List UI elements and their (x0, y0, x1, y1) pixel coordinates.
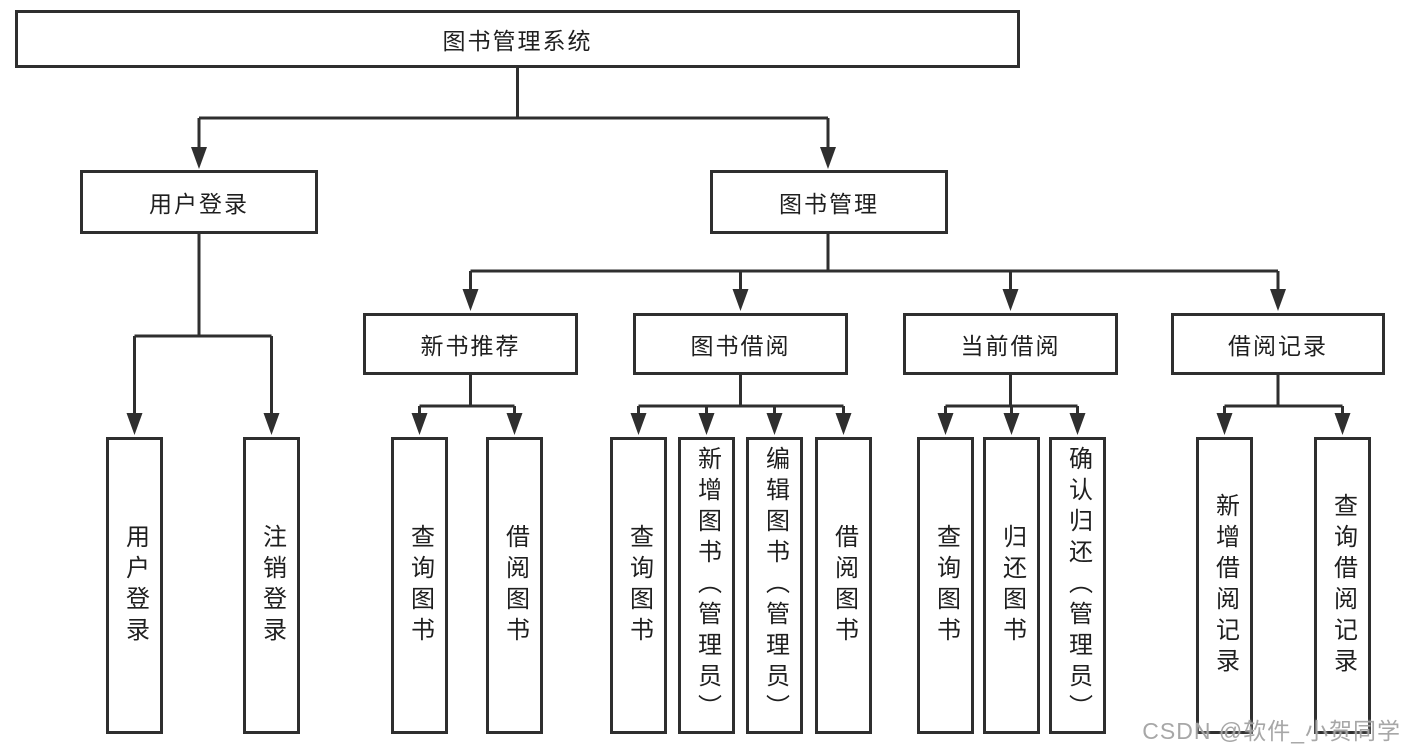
connector-borrow-records-to-leaves (1216, 375, 1351, 435)
node-label: 当前借阅 (960, 333, 1061, 359)
arrowhead (820, 147, 836, 169)
leaf-label: 查询借阅记录 (1329, 492, 1357, 679)
node-label: 图书管理 (779, 191, 879, 217)
node-label: 新书推荐 (420, 333, 521, 359)
arrowhead (191, 147, 207, 169)
arrowhead (732, 289, 749, 311)
arrowhead (411, 413, 428, 435)
leaf-newrec-query-books: 查询图书 (391, 437, 448, 734)
node-user-login: 用户登录 (80, 170, 318, 234)
leaf-current-confirm-return-admin: 确认归还（管理员） (1049, 437, 1106, 734)
leaf-user-login: 用户登录 (106, 437, 163, 734)
arrowhead (937, 413, 954, 435)
node-book-management: 图书管理 (710, 170, 948, 234)
node-label: 图书借阅 (690, 333, 791, 359)
connector-book-management-to-level3 (462, 234, 1286, 311)
leaf-label: 注销登录 (258, 523, 286, 648)
leaf-records-query-borrow-record: 查询借阅记录 (1314, 437, 1371, 734)
connector-new-book-recommend-to-leaves (411, 375, 523, 435)
node-label: 用户登录 (149, 191, 249, 217)
arrowhead (126, 413, 143, 435)
leaf-label: 新增借阅记录 (1211, 492, 1239, 679)
leaf-label: 查询图书 (406, 523, 434, 648)
leaf-newrec-borrow-books: 借阅图书 (486, 437, 543, 734)
node-borrow-records: 借阅记录 (1171, 313, 1385, 375)
arrowhead (698, 413, 715, 435)
arrowhead (462, 289, 479, 311)
node-label: 图书管理系统 (442, 28, 593, 54)
arrowhead (263, 413, 280, 435)
leaf-borrow-add-books-admin: 新增图书（管理员） (678, 437, 735, 734)
leaf-label: 新增图书（管理员） (693, 446, 721, 725)
csdn-watermark: CSDN @软件_小贺同学 (1142, 718, 1401, 744)
connector-user-login-to-leaves (126, 234, 280, 435)
leaf-current-query-books: 查询图书 (917, 437, 974, 734)
node-new-book-recommend: 新书推荐 (363, 313, 578, 375)
arrowhead (630, 413, 647, 435)
connector-book-borrow-to-leaves (630, 375, 852, 435)
connector-root-to-level2 (191, 68, 836, 169)
leaf-label: 查询图书 (932, 523, 960, 648)
leaf-borrow-query-books: 查询图书 (610, 437, 667, 734)
leaf-logout-login: 注销登录 (243, 437, 300, 734)
leaf-label: 用户登录 (121, 523, 149, 648)
arrowhead (1270, 289, 1286, 311)
node-root-library-system: 图书管理系统 (15, 10, 1020, 68)
arrowhead (1069, 413, 1086, 435)
leaf-label: 借阅图书 (501, 523, 529, 648)
node-book-borrow: 图书借阅 (633, 313, 848, 375)
leaf-records-add-borrow-record: 新增借阅记录 (1196, 437, 1253, 734)
arrowhead (1003, 413, 1020, 435)
leaf-label: 编辑图书（管理员） (761, 446, 789, 725)
arrowhead (835, 413, 852, 435)
arrowhead (1334, 413, 1351, 435)
arrowhead (1216, 413, 1233, 435)
leaf-borrow-edit-books-admin: 编辑图书（管理员） (746, 437, 803, 734)
leaf-label: 归还图书 (998, 523, 1026, 648)
connector-current-borrow-to-leaves (937, 375, 1086, 435)
arrowhead (506, 413, 523, 435)
leaf-label: 确认归还（管理员） (1064, 446, 1092, 725)
arrowhead (1002, 289, 1019, 311)
leaf-current-return-books: 归还图书 (983, 437, 1040, 734)
leaf-label: 查询图书 (625, 523, 653, 648)
node-label: 借阅记录 (1228, 333, 1328, 359)
arrowhead (766, 413, 783, 435)
node-current-borrow: 当前借阅 (903, 313, 1118, 375)
leaf-borrow-borrow-books: 借阅图书 (815, 437, 872, 734)
leaf-label: 借阅图书 (830, 523, 858, 648)
